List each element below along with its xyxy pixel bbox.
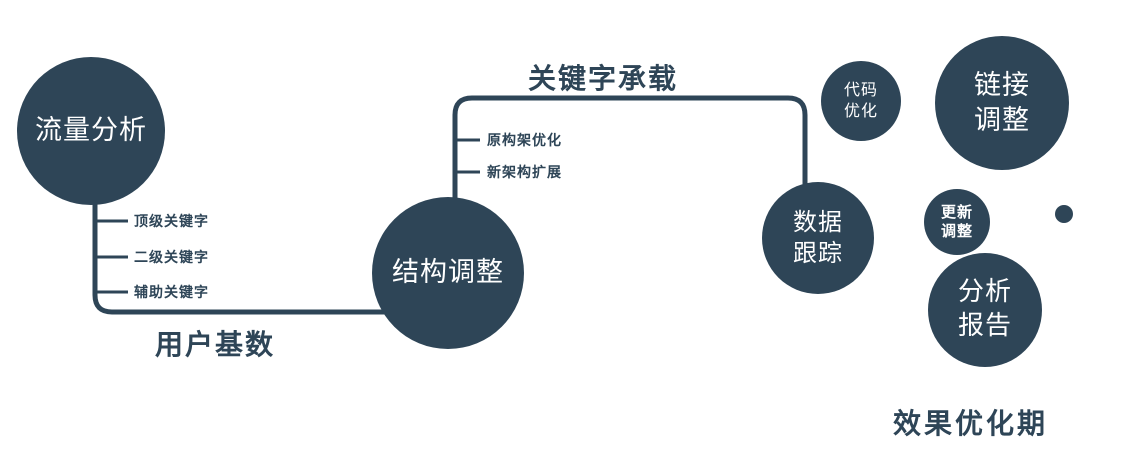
node-link-adjust: 链接 调整 [935,36,1069,170]
footer-phase-label: 效果优化期 [893,407,1049,440]
node-label-line: 报告 [957,311,1012,341]
edge-label-keyword-bearing: 关键字承载 [528,62,679,95]
edge-label-user-base: 用户基数 [155,328,276,361]
node-label-line: 跟踪 [793,239,843,267]
node-label-line: 数据 [793,207,843,236]
node-label-line: 分析 [957,277,1012,308]
node-label: 流量分析 [35,115,147,147]
connector-left-path [92,185,395,315]
node-label-line: 优化 [843,101,878,120]
node-data-tracking: 数据 跟踪 [762,182,874,294]
node-structure-adjust: 结构调整 [372,197,524,349]
node-analysis-report: 分析 报告 [928,253,1042,367]
connector-right-path [452,95,808,205]
node-label-line: 调整 [974,105,1030,136]
branch-label-orig-arch: 原构架优化 [487,133,562,149]
node-traffic-analysis: 流量分析 [17,57,165,205]
dot-node [1055,205,1073,223]
node-label-line: 更新 [940,202,973,221]
branch-label-second-keywords: 二级关键字 [134,250,209,266]
node-label-line: 调整 [940,222,973,240]
node-label: 结构调整 [392,257,504,289]
branch-label-new-arch: 新架构扩展 [487,165,562,181]
branch-label-top-keywords: 顶级关键字 [134,214,209,230]
node-code-optimize: 代码 优化 [821,61,901,141]
node-label-line: 链接 [974,69,1030,101]
branch-label-aux-keywords: 辅助关键字 [134,285,209,301]
node-update-adjust: 更新 调整 [924,189,990,255]
node-label-line: 代码 [843,80,878,100]
